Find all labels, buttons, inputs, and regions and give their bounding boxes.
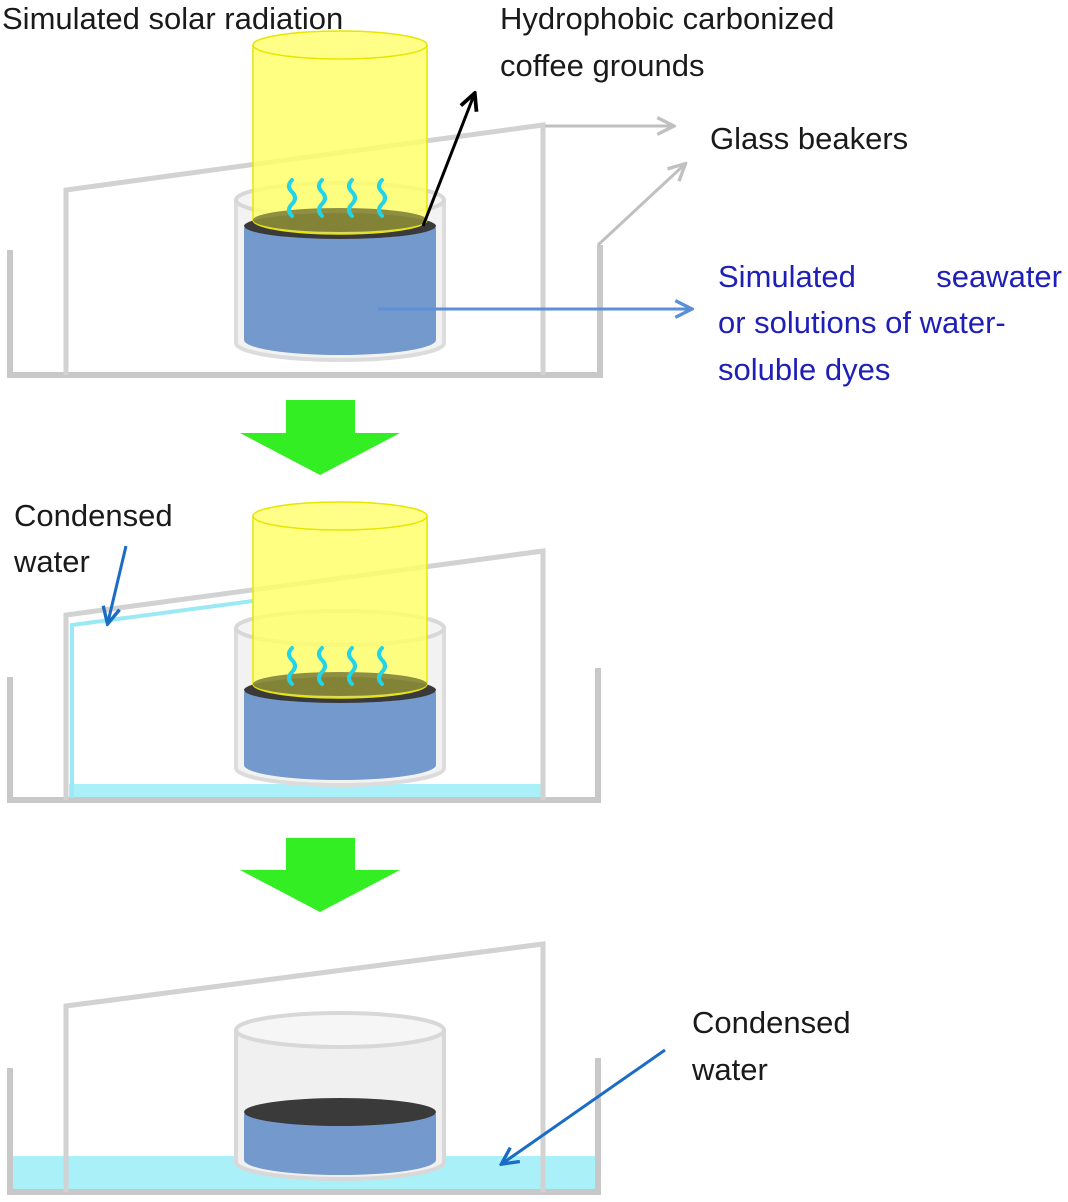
stage-1-liquid [244,228,436,355]
stage-2-condensed-water-floor [69,784,541,798]
seawater-label-line2: or solutions of water- [718,305,1006,340]
condensed-water-label-2-line1: Condensed [692,1005,851,1040]
stage-2-light-cylinder-top [252,501,428,531]
condensed-water-label-1-line1: Condensed [14,498,173,533]
condensed-water-label-2-line2: water [691,1052,768,1087]
stage-3-glass-cover [63,941,546,1192]
stage-3 [7,941,666,1195]
condensed-water-pointer-arrow-2 [503,1048,666,1163]
condensed-water-label-1-line2: water [13,544,90,579]
beaker-pointer-arrow-side [596,165,684,247]
seawater-label-line3: soluble dyes [718,352,890,387]
stage-2-vapor [287,646,387,686]
stage-2-condensed-water-film [70,599,254,798]
stage-1-carbon-visible [253,208,427,232]
flow-arrow-2 [240,838,400,912]
coffee-grounds-label-line2: coffee grounds [500,48,705,83]
stage-3-liquid [244,1114,436,1175]
stage-2-tray [7,668,601,803]
glass-beakers-label: Glass beakers [710,121,908,156]
seawater-label-line1-b: seawater [936,259,1062,294]
stage-1 [7,30,690,378]
stage-3-beaker-rim [234,1011,446,1049]
solar-radiation-label: Simulated solar radiation [2,1,343,36]
coffee-pointer-arrow [421,95,474,227]
stage-2 [7,501,601,803]
stage-1-vapor [287,178,387,218]
stage-1-light-cylinder-top [252,30,428,60]
stage-3-tray [7,1058,601,1195]
condensed-water-pointer-arrow-1 [108,545,128,622]
seawater-label-line1-a: Simulated [718,259,856,294]
flow-arrow-1 [240,400,400,475]
stage-2-carbon-visible [253,672,427,696]
stage-3-carbon-layer [244,1098,436,1126]
coffee-grounds-label-line1: Hydrophobic carbonized [500,1,834,36]
stage-1-light-cylinder [252,44,428,235]
stage-2-light-cylinder [252,515,428,699]
stage-2-liquid [244,692,436,780]
